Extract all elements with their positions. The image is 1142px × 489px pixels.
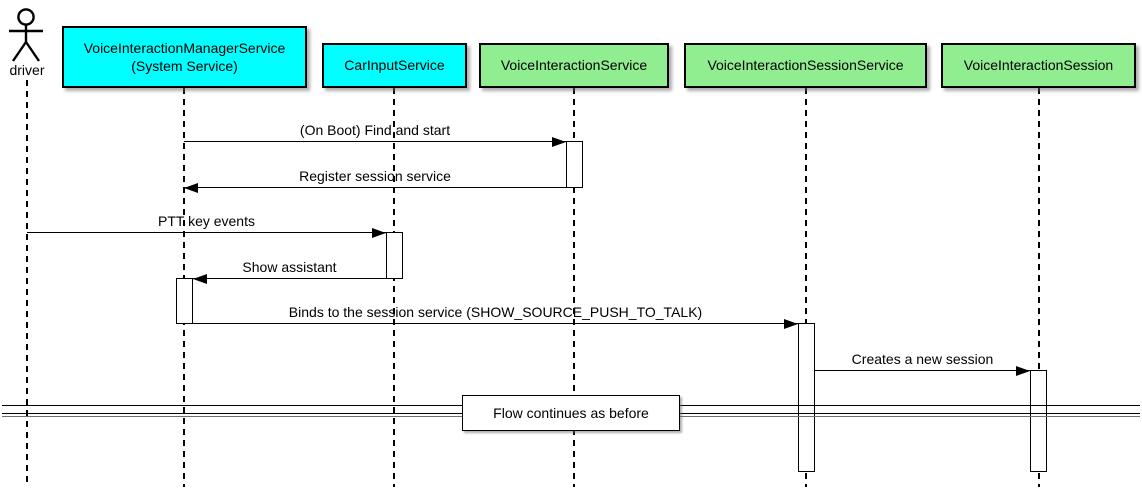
lifeline-carinputservice [393, 88, 395, 487]
participant-voiceinteractionsession: VoiceInteractionSession [941, 43, 1136, 88]
lifeline-driver [26, 80, 28, 487]
activation-voiceinteractionsessionservice [798, 323, 815, 472]
message-ptt-key-events: PTT key events [27, 213, 386, 238]
participant-label: VoiceInteractionSession [963, 57, 1114, 74]
lifeline-voiceinteractionservice [573, 88, 575, 487]
activation-carinputservice [386, 232, 403, 279]
message-creates-a-new-session: Creates a new session [815, 351, 1030, 376]
message-label: Binds to the session service (SHOW_SOURC… [288, 304, 703, 320]
divider-label: Flow continues as before [493, 405, 649, 421]
message-line [184, 140, 566, 142]
message-on-boot-find-and-start: (On Boot) Find and start [184, 122, 566, 147]
participant-voiceinteractionsessionservice: VoiceInteractionSessionService [684, 43, 927, 88]
message-line [27, 231, 386, 233]
participant-voiceinteractionservice: VoiceInteractionService [479, 43, 669, 88]
participant-label: VoiceInteractionManagerService [83, 39, 286, 56]
divider-label-box: Flow continues as before [462, 395, 680, 431]
arrowhead-left-icon [184, 182, 198, 193]
participant-sublabel: (System Service) [131, 58, 238, 74]
arrowhead-right-icon [784, 318, 798, 329]
arrowhead-right-icon [1016, 365, 1030, 376]
message-label: (On Boot) Find and start [299, 122, 451, 138]
message-register-session-service: Register session service [184, 168, 566, 193]
message-line [193, 277, 386, 279]
participant-carinputservice: CarInputService [322, 43, 467, 88]
message-binds-to-session-service: Binds to the session service (SHOW_SOURC… [193, 304, 798, 329]
participant-label: CarInputService [344, 57, 445, 74]
activation-voiceinteractionservice [566, 141, 583, 188]
participant-voiceinteractionmanagerservice: VoiceInteractionManagerService (System S… [62, 26, 307, 88]
arrowhead-right-icon [372, 227, 386, 238]
message-label: Register session service [299, 168, 451, 184]
activation-voiceinteractionmanagerservice [176, 278, 193, 324]
message-line [815, 369, 1030, 371]
message-line [193, 322, 798, 324]
activation-voiceinteractionsession [1030, 370, 1047, 472]
message-label: Creates a new session [851, 351, 994, 367]
lifeline-voiceinteractionsession [1038, 88, 1040, 487]
message-line [184, 186, 566, 188]
participant-label: VoiceInteractionSessionService [707, 57, 904, 74]
message-label: PTT key events [157, 213, 255, 229]
arrowhead-right-icon [552, 136, 566, 147]
actor-label: driver [9, 62, 45, 78]
participant-label: VoiceInteractionService [500, 57, 648, 74]
message-show-assistant: Show assistant [193, 259, 386, 284]
arrowhead-left-icon [193, 273, 207, 284]
lifeline-voiceinteractionsessionservice [805, 88, 807, 487]
message-label: Show assistant [242, 259, 337, 275]
actor-figure-icon [9, 8, 43, 62]
